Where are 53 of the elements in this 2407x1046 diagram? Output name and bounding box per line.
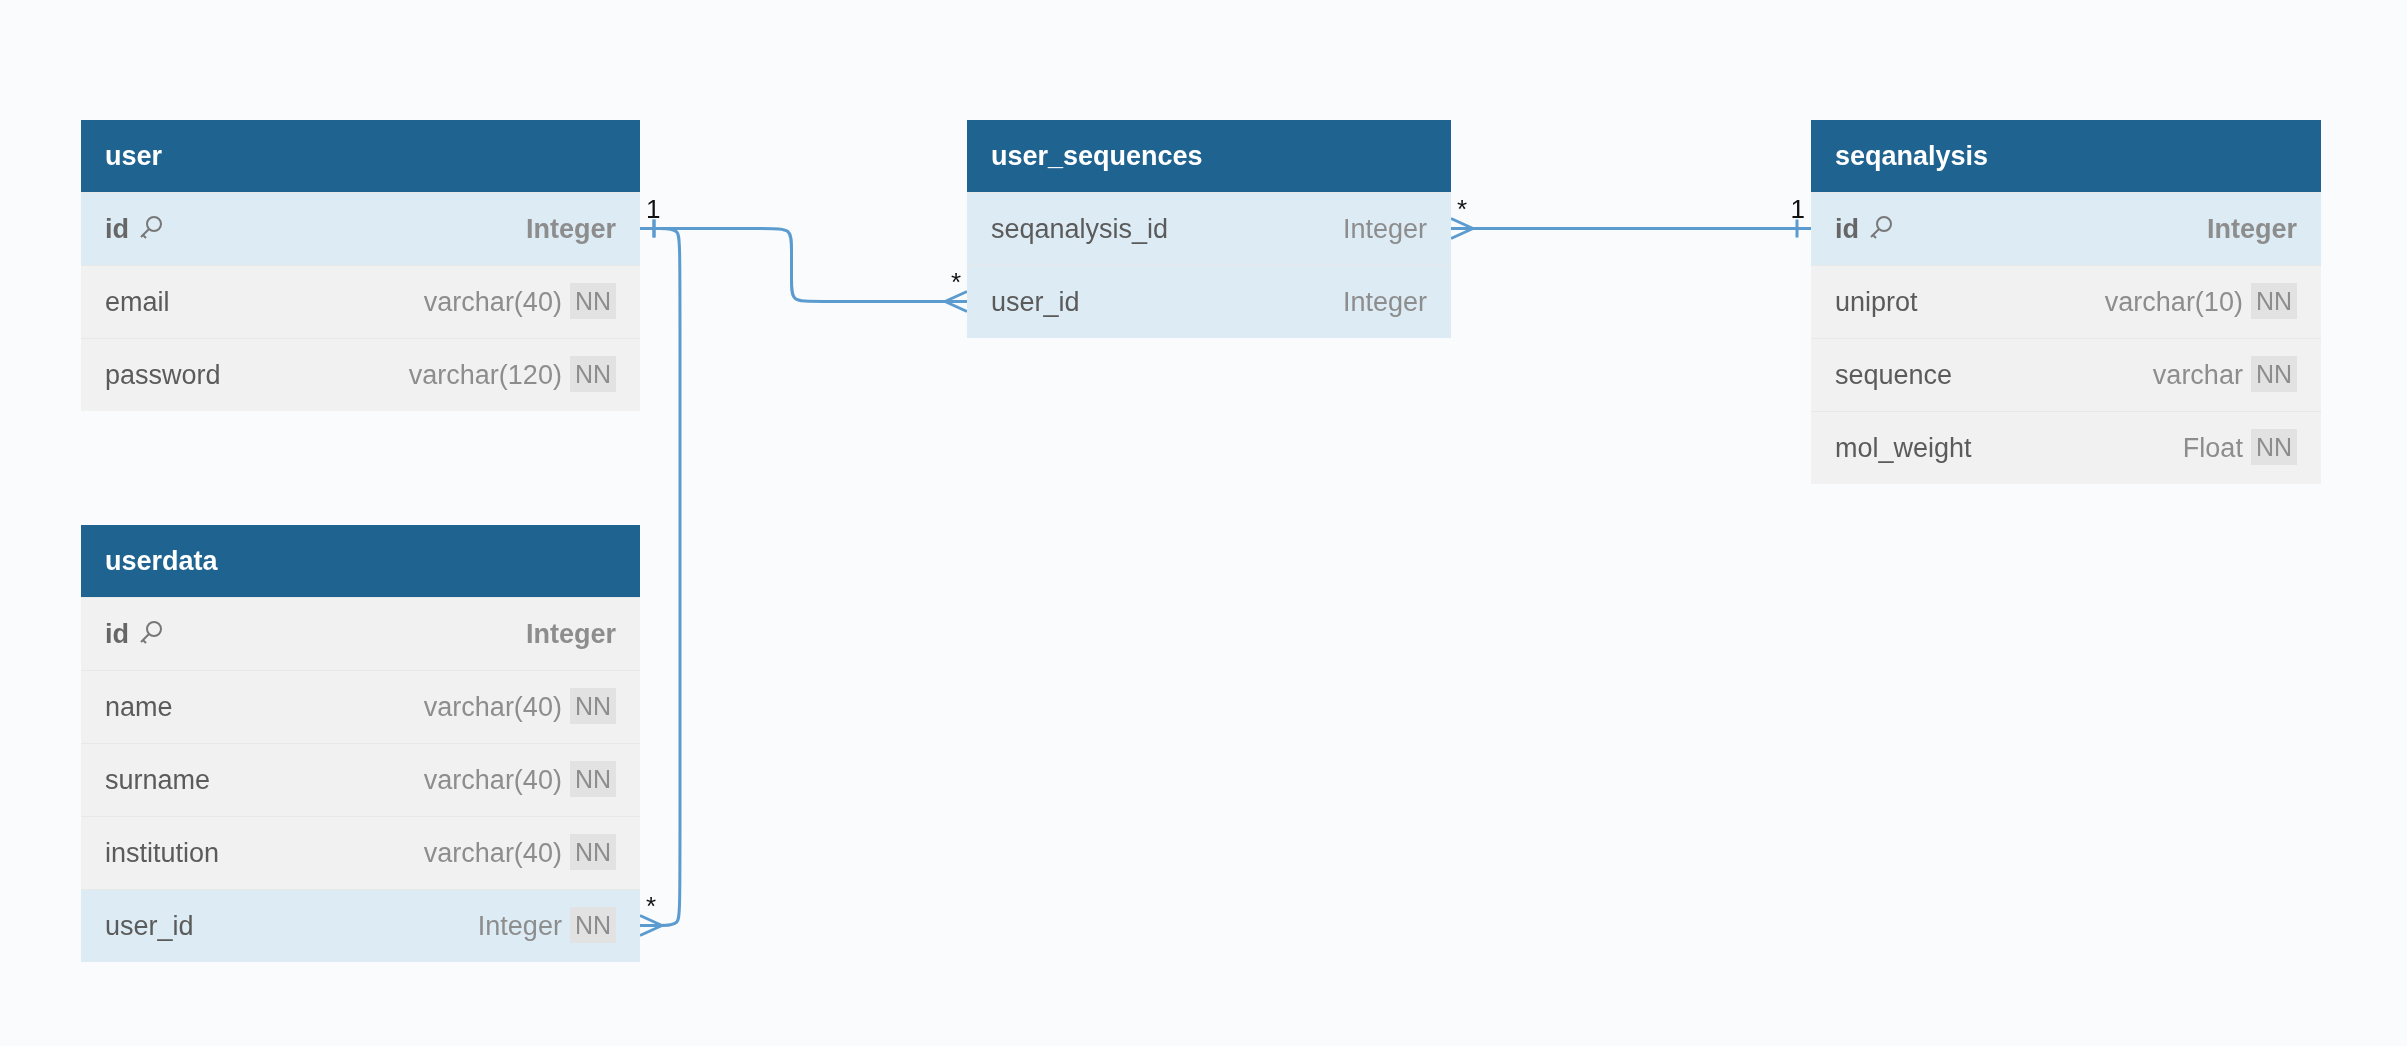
table-row bbox=[967, 192, 1451, 265]
field-type: Integer bbox=[525, 618, 616, 650]
field-name: name bbox=[105, 691, 173, 723]
cardinality-label: * bbox=[950, 267, 961, 296]
field-type: Float bbox=[2182, 432, 2243, 464]
field-name: institution bbox=[105, 837, 220, 869]
field-type: Integer bbox=[1342, 286, 1427, 318]
table-header: user bbox=[81, 120, 640, 192]
field-name: email bbox=[105, 286, 170, 318]
table-row bbox=[967, 265, 1451, 338]
field-type: Integer bbox=[525, 213, 616, 245]
table-header: user_sequences bbox=[967, 120, 1451, 192]
field-type: varchar(40) bbox=[423, 691, 562, 723]
field-type: varchar(40) bbox=[423, 837, 562, 869]
cardinality-label: 1 bbox=[646, 194, 661, 223]
not-null-tag: NN bbox=[569, 283, 616, 319]
table-header: seqanalysis bbox=[1811, 120, 2321, 192]
not-null-tag: NN bbox=[569, 761, 616, 797]
field-type: Integer bbox=[2206, 213, 2297, 245]
not-null-tag: NN bbox=[569, 907, 616, 943]
field-type: varchar(10) bbox=[2104, 286, 2243, 318]
field-type: Integer bbox=[1342, 213, 1427, 245]
field-name: id bbox=[1835, 213, 1859, 245]
not-null-tag: NN bbox=[569, 688, 616, 724]
cardinality-label: * bbox=[646, 891, 657, 920]
field-name: id bbox=[105, 618, 129, 650]
table-card bbox=[81, 525, 640, 962]
field-type: varchar(40) bbox=[423, 764, 562, 796]
field-name: sequence bbox=[1835, 359, 1953, 391]
field-name: surname bbox=[105, 764, 211, 796]
table-header: userdata bbox=[81, 525, 640, 597]
not-null-tag: NN bbox=[2250, 283, 2297, 319]
field-type: Integer bbox=[477, 910, 562, 942]
not-null-tag: NN bbox=[2250, 429, 2297, 465]
not-null-tag: NN bbox=[569, 356, 616, 392]
field-name: user_id bbox=[991, 286, 1080, 318]
field-type: varchar(40) bbox=[423, 286, 562, 318]
table-row bbox=[81, 889, 640, 962]
not-null-tag: NN bbox=[2250, 356, 2297, 392]
cardinality-label: * bbox=[1457, 194, 1468, 223]
table-row bbox=[1811, 192, 2321, 265]
field-name: user_id bbox=[105, 910, 194, 942]
cardinality-label: 1 bbox=[1790, 194, 1805, 223]
field-name: mol_weight bbox=[1835, 432, 1972, 464]
field-name: seqanalysis_id bbox=[991, 213, 1169, 245]
field-name: password bbox=[105, 359, 221, 391]
field-name: id bbox=[105, 213, 129, 245]
not-null-tag: NN bbox=[569, 834, 616, 870]
table-card bbox=[967, 120, 1451, 338]
field-type: varchar(120) bbox=[408, 359, 562, 391]
table-row bbox=[81, 192, 640, 265]
field-type: varchar bbox=[2152, 359, 2243, 391]
field-name: uniprot bbox=[1835, 286, 1918, 318]
